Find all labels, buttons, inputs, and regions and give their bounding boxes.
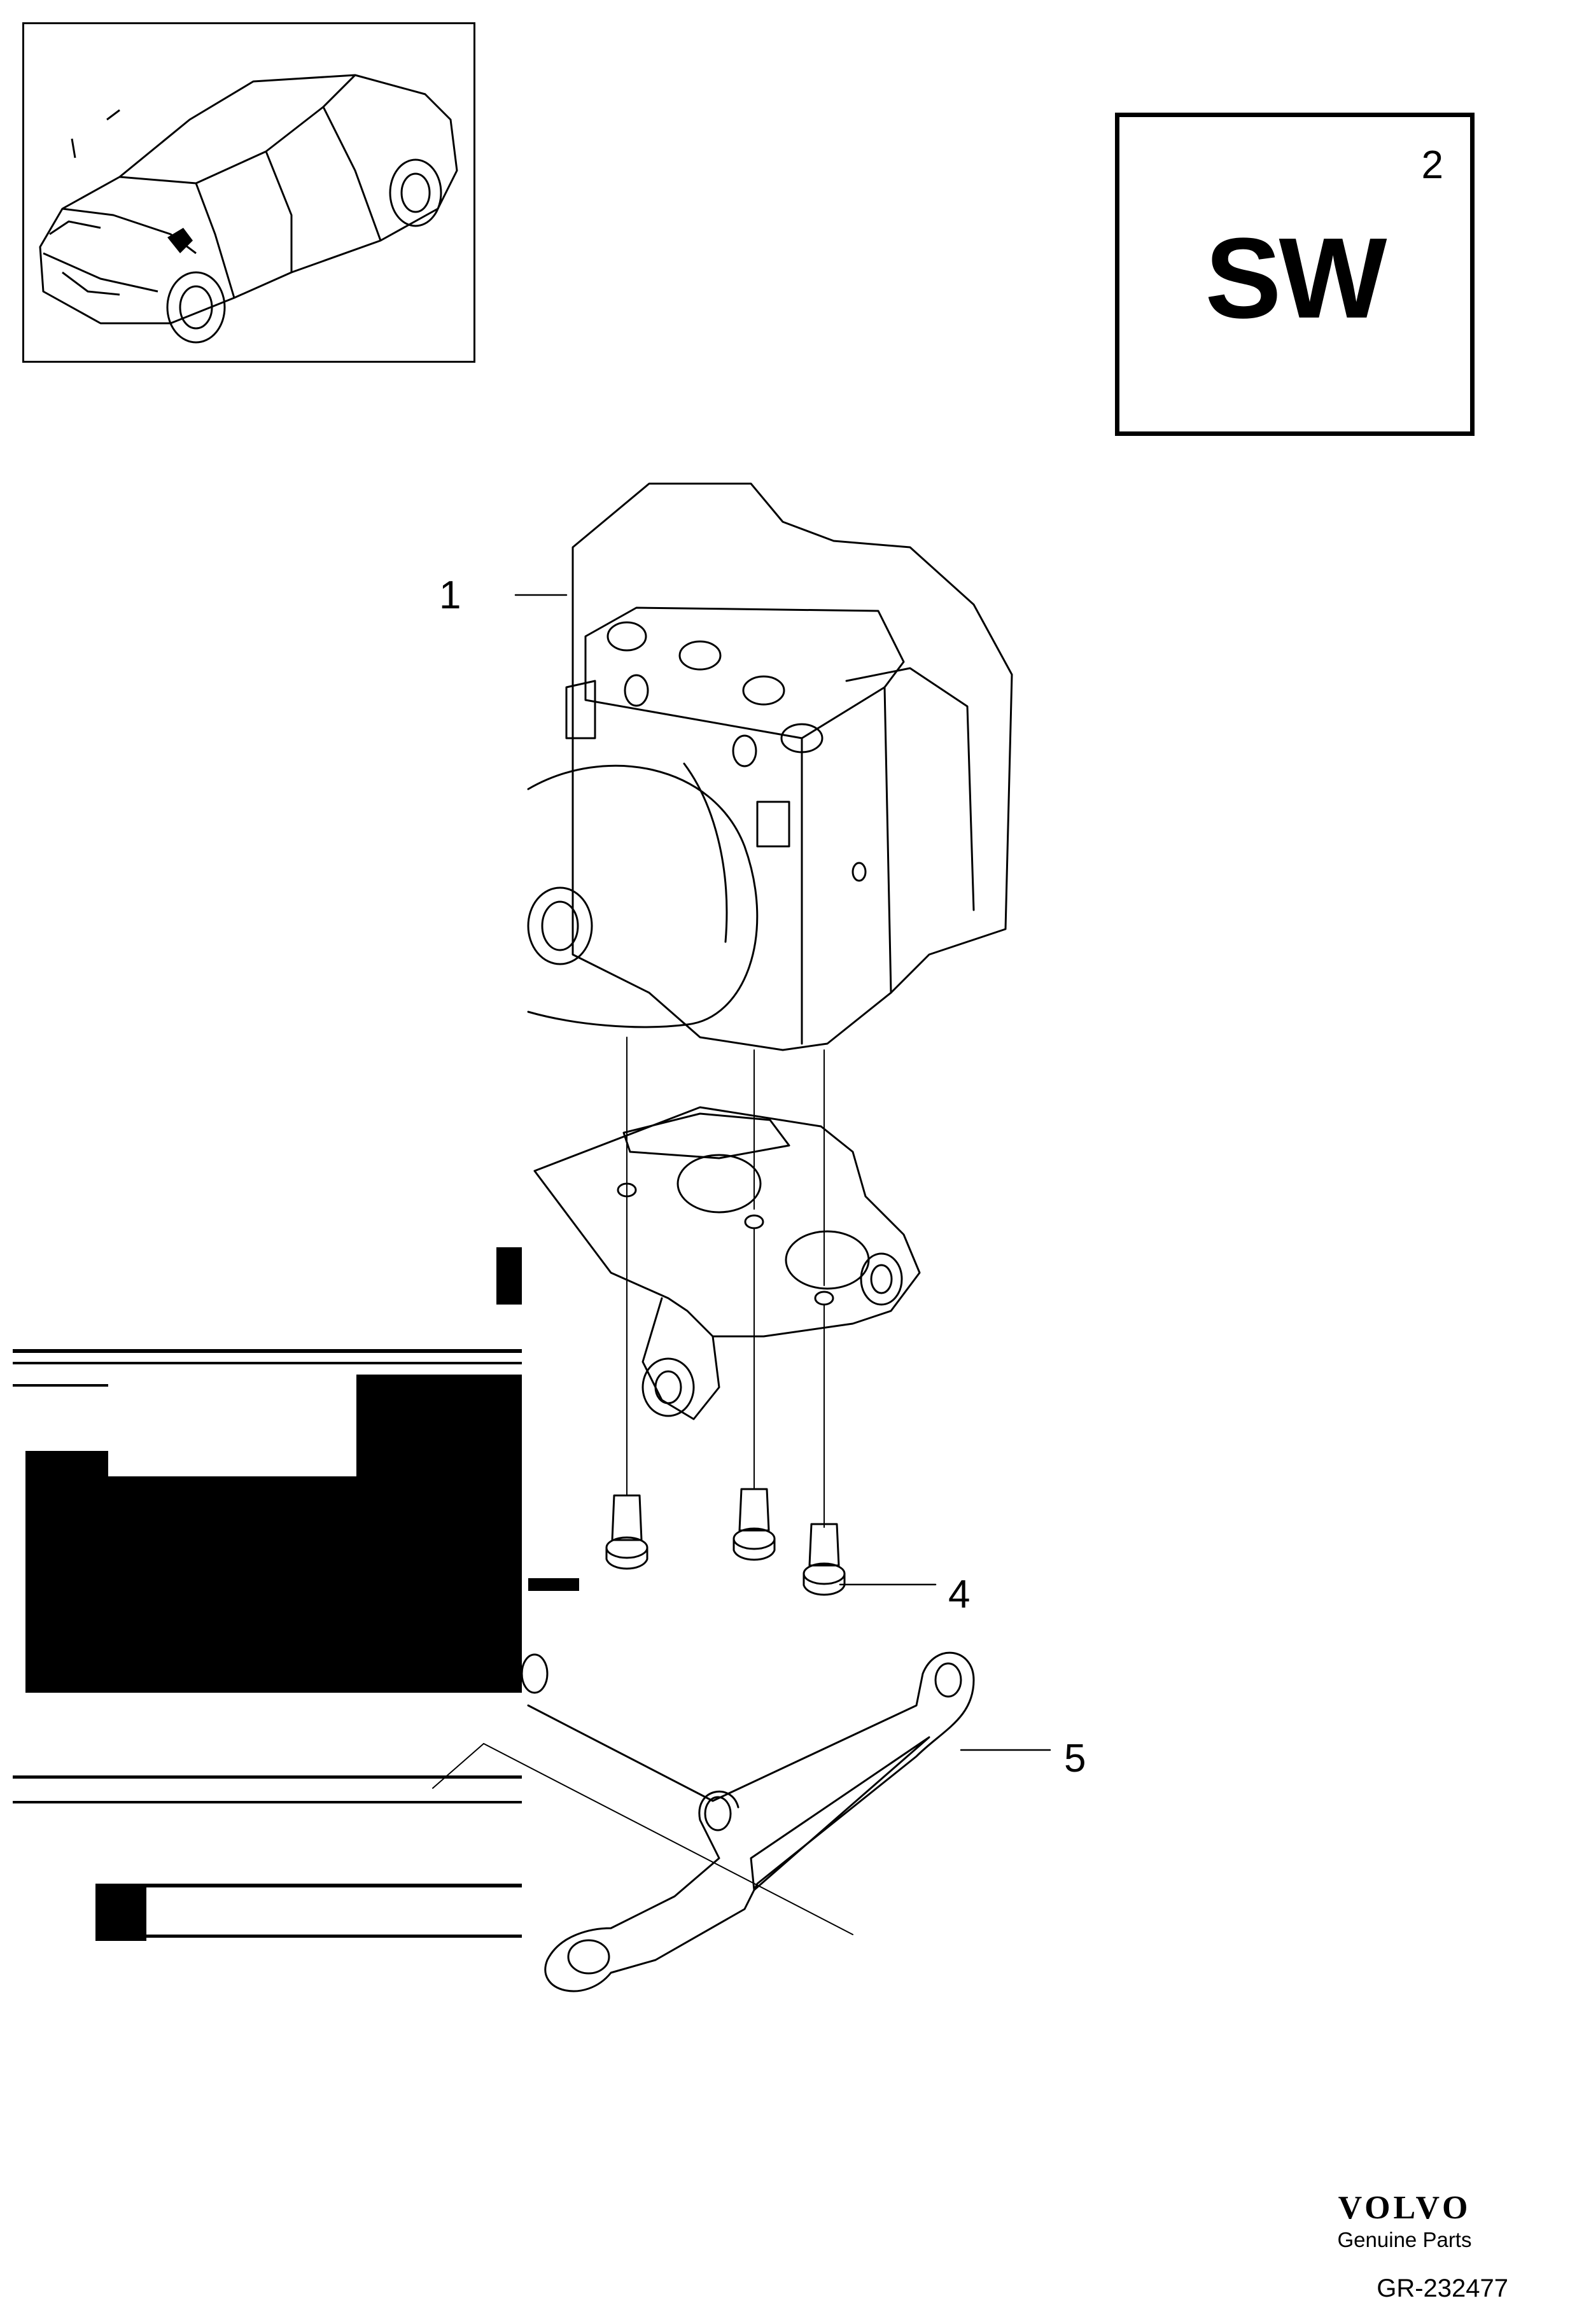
- scan-artifact: [13, 1247, 579, 1941]
- variant-box: 2 SW: [1115, 113, 1475, 436]
- car-locator-icon: [39, 74, 458, 344]
- variant-code: SW: [1205, 214, 1387, 342]
- brand-logo: VOLVO: [1338, 2190, 1471, 2226]
- bracket-illustration: [533, 1106, 921, 1420]
- brand-block: VOLVO Genuine Parts: [1312, 2189, 1497, 2252]
- callout-4: 4: [948, 1572, 971, 1616]
- reference-code: GR-232477: [1377, 2274, 1508, 2302]
- lower-bracket-illustration: [432, 1651, 975, 1992]
- car-locator-frame: [22, 22, 475, 363]
- abs-modulator-illustration: [527, 482, 1013, 1051]
- callout-5: 5: [1064, 1737, 1086, 1781]
- variant-number: 2: [1421, 143, 1443, 187]
- brand-tagline: Genuine Parts: [1337, 2228, 1472, 2251]
- callout-1: 1: [439, 573, 461, 617]
- bolt-illustration: [605, 1488, 846, 1596]
